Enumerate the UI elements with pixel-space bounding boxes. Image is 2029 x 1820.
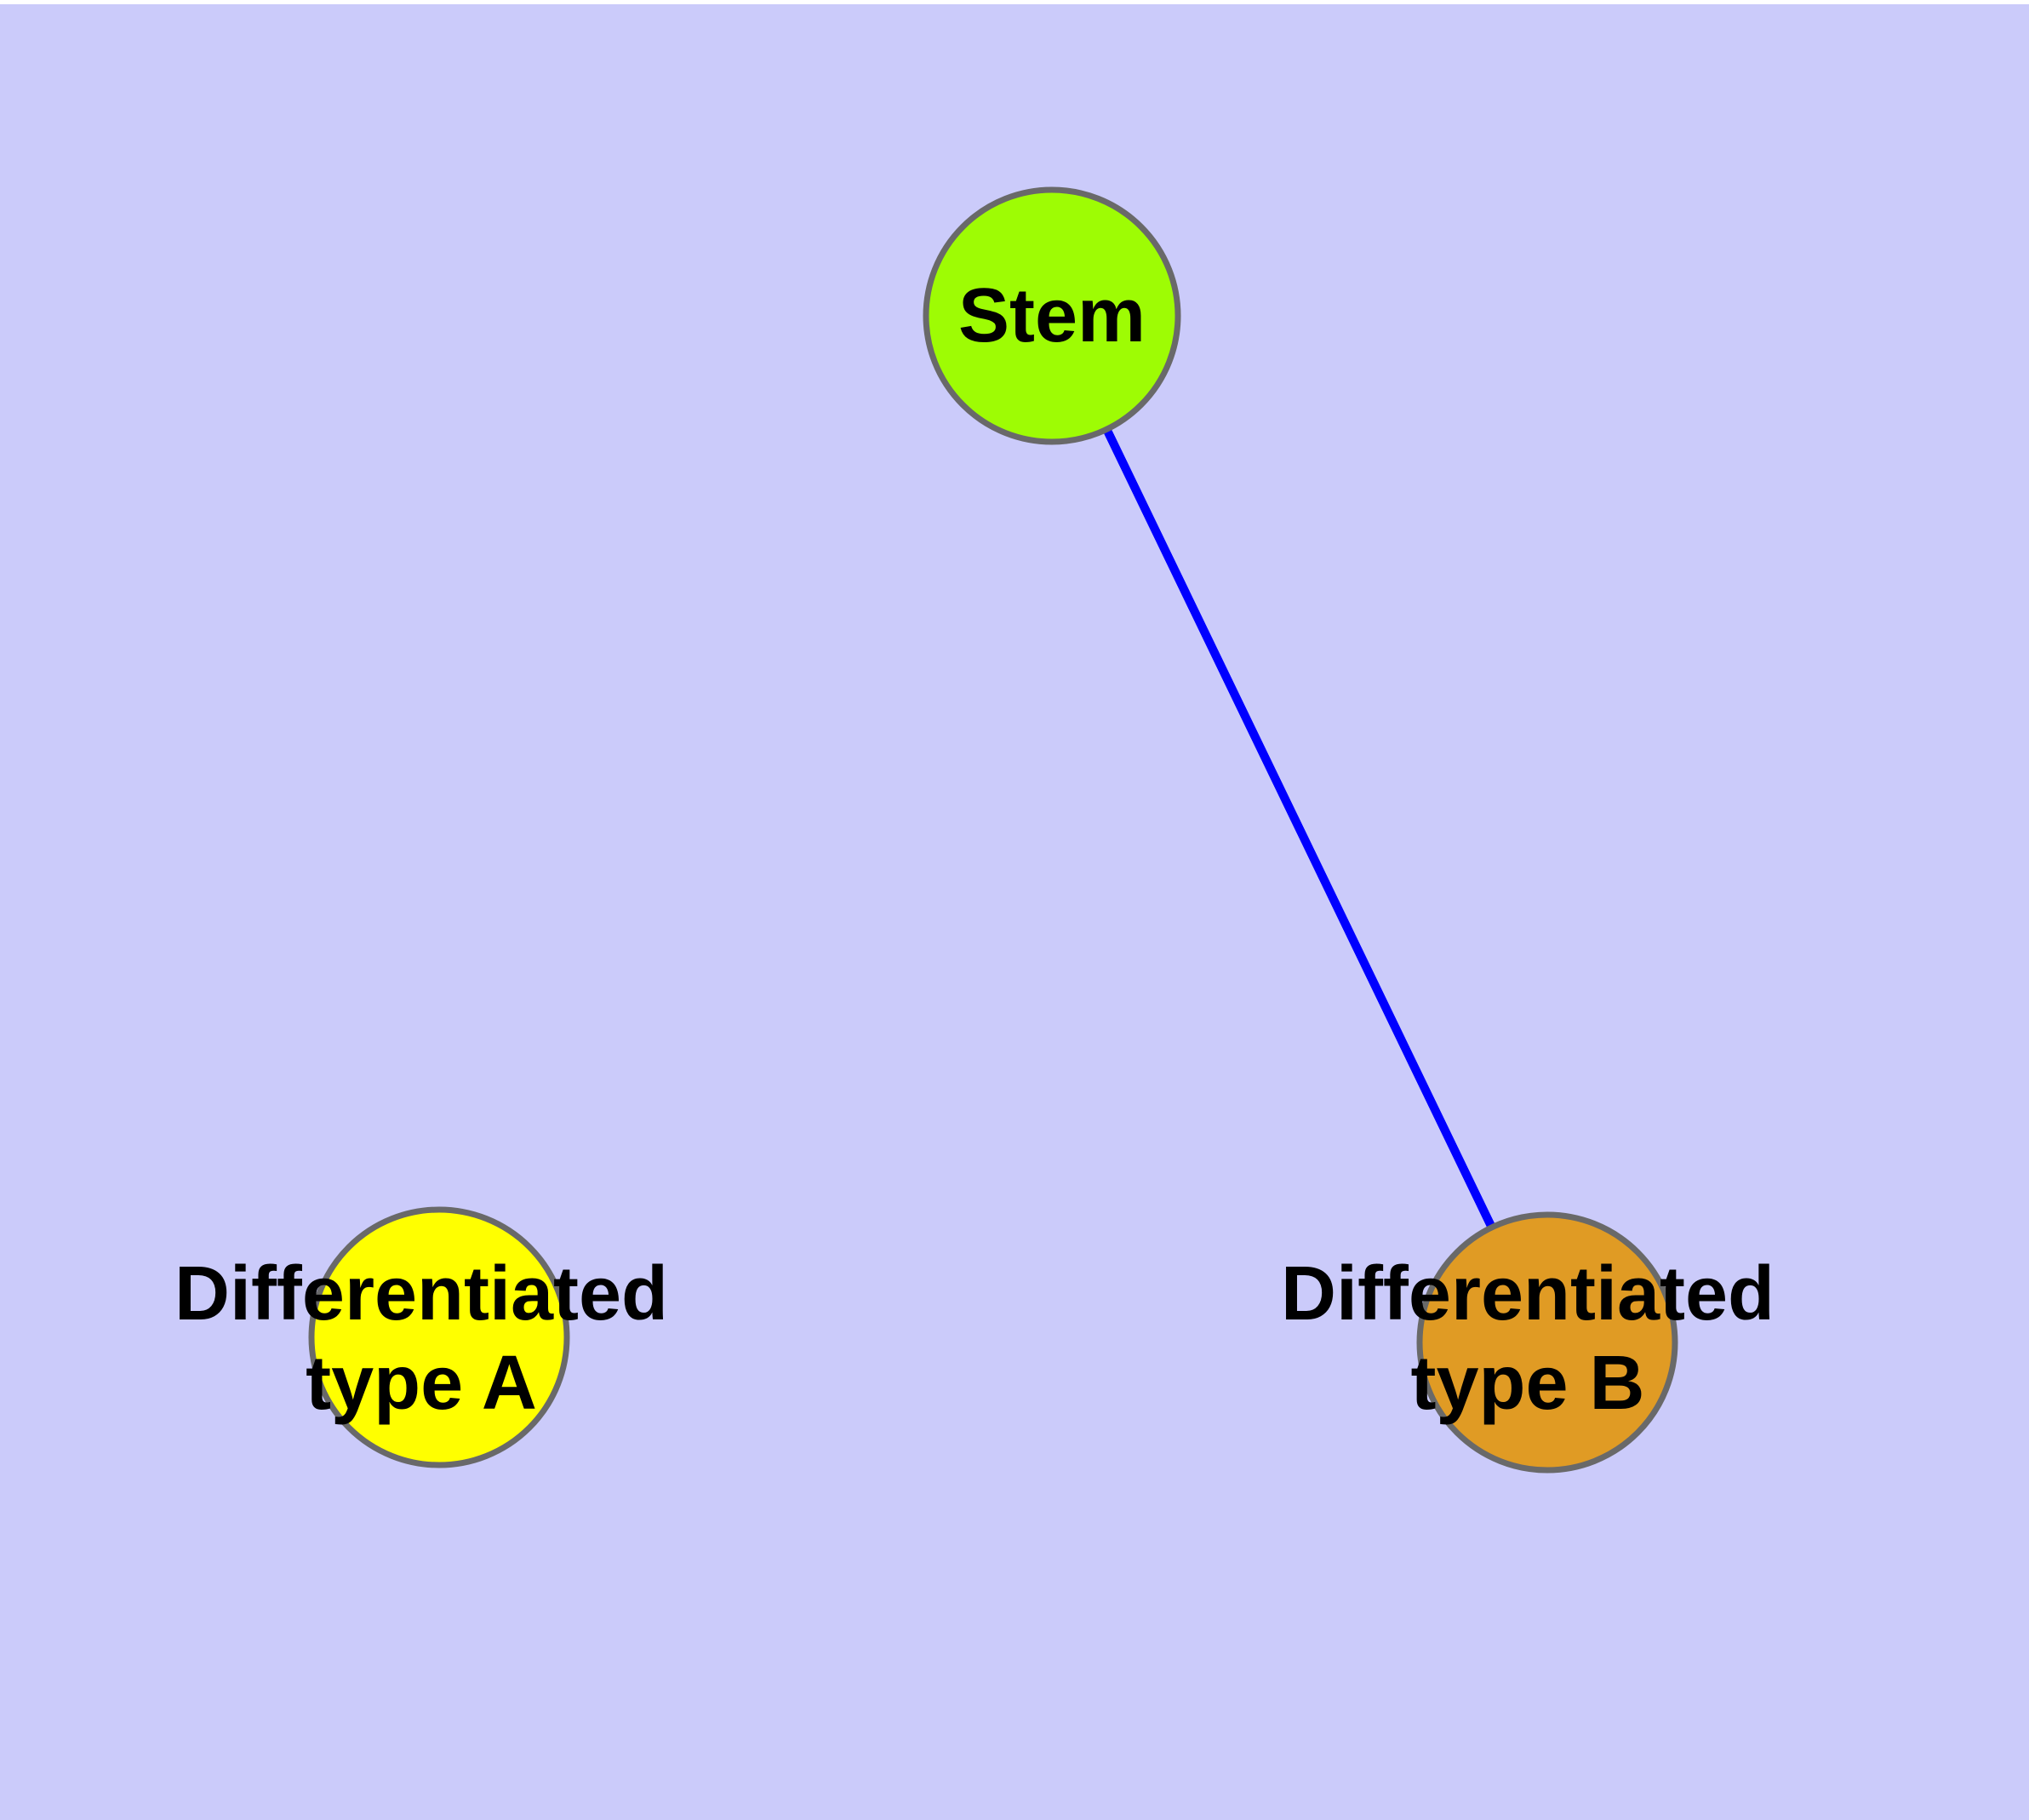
node-stem[interactable] (923, 186, 1181, 445)
node-layer (308, 186, 1678, 1474)
node-differentiated-type-b-circle[interactable] (1416, 1211, 1678, 1474)
graph-svg: Stem Differentiated type A Differentiate… (174, 186, 1775, 1474)
label-layer: Stem Differentiated type A Differentiate… (174, 273, 1775, 1426)
node-stem-label: Stem (958, 273, 1146, 358)
node-differentiated-type-a-label-line2: type A (306, 1341, 537, 1426)
node-differentiated-type-b-label-line1: Differentiated (1281, 1251, 1775, 1336)
plot-area: Stem Differentiated type A Differentiate… (0, 4, 2029, 1820)
node-differentiated-type-a-circle[interactable] (308, 1206, 570, 1468)
edge-stem-to-differentiated-type-b[interactable] (1048, 313, 1552, 1345)
node-differentiated-type-a-label-line1: Differentiated (174, 1251, 668, 1336)
node-differentiated-type-b-label-line2: type B (1410, 1341, 1644, 1426)
edge-layer (1048, 313, 1552, 1345)
node-differentiated-type-a[interactable] (308, 1206, 570, 1468)
node-stem-circle[interactable] (923, 186, 1181, 445)
node-differentiated-type-b[interactable] (1416, 1211, 1678, 1474)
